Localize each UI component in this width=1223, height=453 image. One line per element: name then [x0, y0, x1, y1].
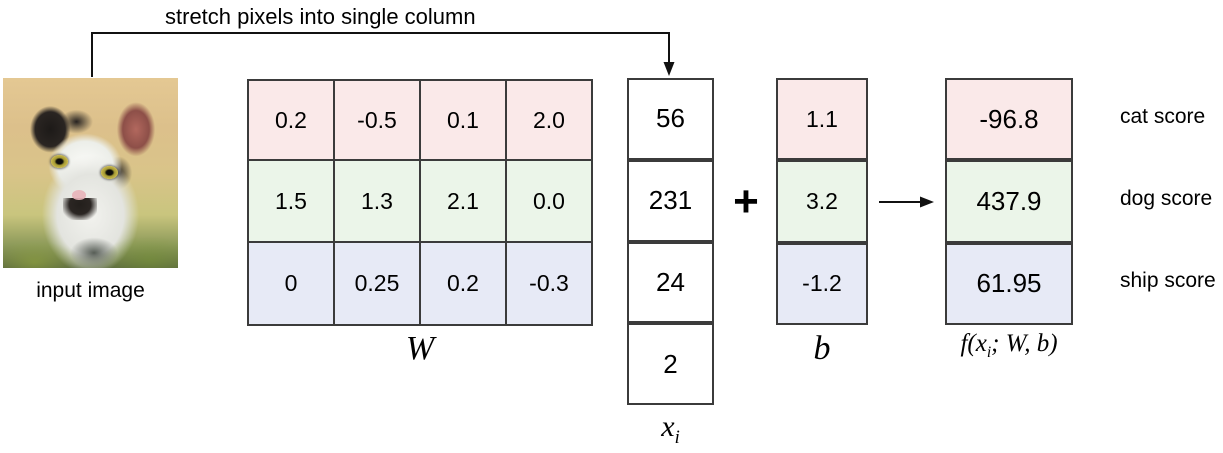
cat-right-eye: [101, 166, 118, 179]
bias-vector-column: 1.1 3.2 -1.2: [776, 78, 868, 325]
bias-vector-label: b: [813, 330, 831, 367]
stretch-caption: stretch pixels into single column: [165, 4, 476, 29]
score-function-suffix: ; W, b): [991, 330, 1058, 357]
score-label-cat: cat score: [1120, 105, 1206, 128]
x-cell-2: 24: [627, 241, 714, 324]
input-vector-label: xi: [627, 410, 714, 449]
w-cell-0-1: -0.5: [333, 79, 421, 161]
score-function-label: f(xi; W, b): [930, 330, 1088, 362]
cat-muzzle: [63, 198, 97, 220]
score-label-dog: dog score: [1120, 187, 1213, 210]
w-cell-2-2: 0.2: [419, 241, 507, 326]
score-vector-column: -96.8 437.9 61.95: [945, 78, 1073, 325]
b-cell-0: 1.1: [776, 78, 868, 161]
score-function-prefix: f(x: [960, 330, 987, 357]
w-cell-0-2: 0.1: [419, 79, 507, 161]
w-cell-2-1: 0.25: [333, 241, 421, 326]
input-vector-column: 56 231 24 2: [627, 78, 714, 405]
plus-operator: +: [733, 177, 759, 226]
w-cell-1-3: 0.0: [505, 159, 593, 243]
input-vector-label-base: x: [661, 410, 675, 443]
x-cell-1: 231: [627, 159, 714, 242]
score-cell-ship: 61.95: [945, 242, 1073, 325]
x-cell-3: 2: [627, 323, 714, 405]
w-cell-1-0: 1.5: [247, 159, 335, 243]
stretch-elbow-arrow: [91, 32, 675, 77]
weight-matrix-label: W: [405, 330, 435, 367]
result-arrow: [879, 196, 934, 208]
w-cell-2-0: 0: [247, 241, 335, 326]
score-label-ship: ship score: [1120, 269, 1216, 292]
x-cell-0: 56: [627, 78, 714, 160]
cat-left-eye: [51, 155, 68, 168]
b-cell-1: 3.2: [776, 160, 868, 243]
score-cell-cat: -96.8: [945, 78, 1073, 161]
input-image-label: input image: [36, 279, 145, 302]
w-cell-2-3: -0.3: [505, 241, 593, 326]
weight-matrix: 0.2 -0.5 0.1 2.0 1.5 1.3 2.1 0.0 0 0.25 …: [247, 79, 593, 326]
cat-photo: [3, 78, 178, 268]
w-cell-1-1: 1.3: [333, 159, 421, 243]
b-cell-2: -1.2: [776, 242, 868, 325]
cat-nose: [72, 190, 86, 200]
w-cell-0-0: 0.2: [247, 79, 335, 161]
score-cell-dog: 437.9: [945, 160, 1073, 243]
score-function-subscript: i: [986, 344, 992, 361]
input-image-thumbnail: [3, 78, 178, 268]
input-vector-label-subscript: i: [674, 427, 680, 448]
w-cell-0-3: 2.0: [505, 79, 593, 161]
w-cell-1-2: 2.1: [419, 159, 507, 243]
